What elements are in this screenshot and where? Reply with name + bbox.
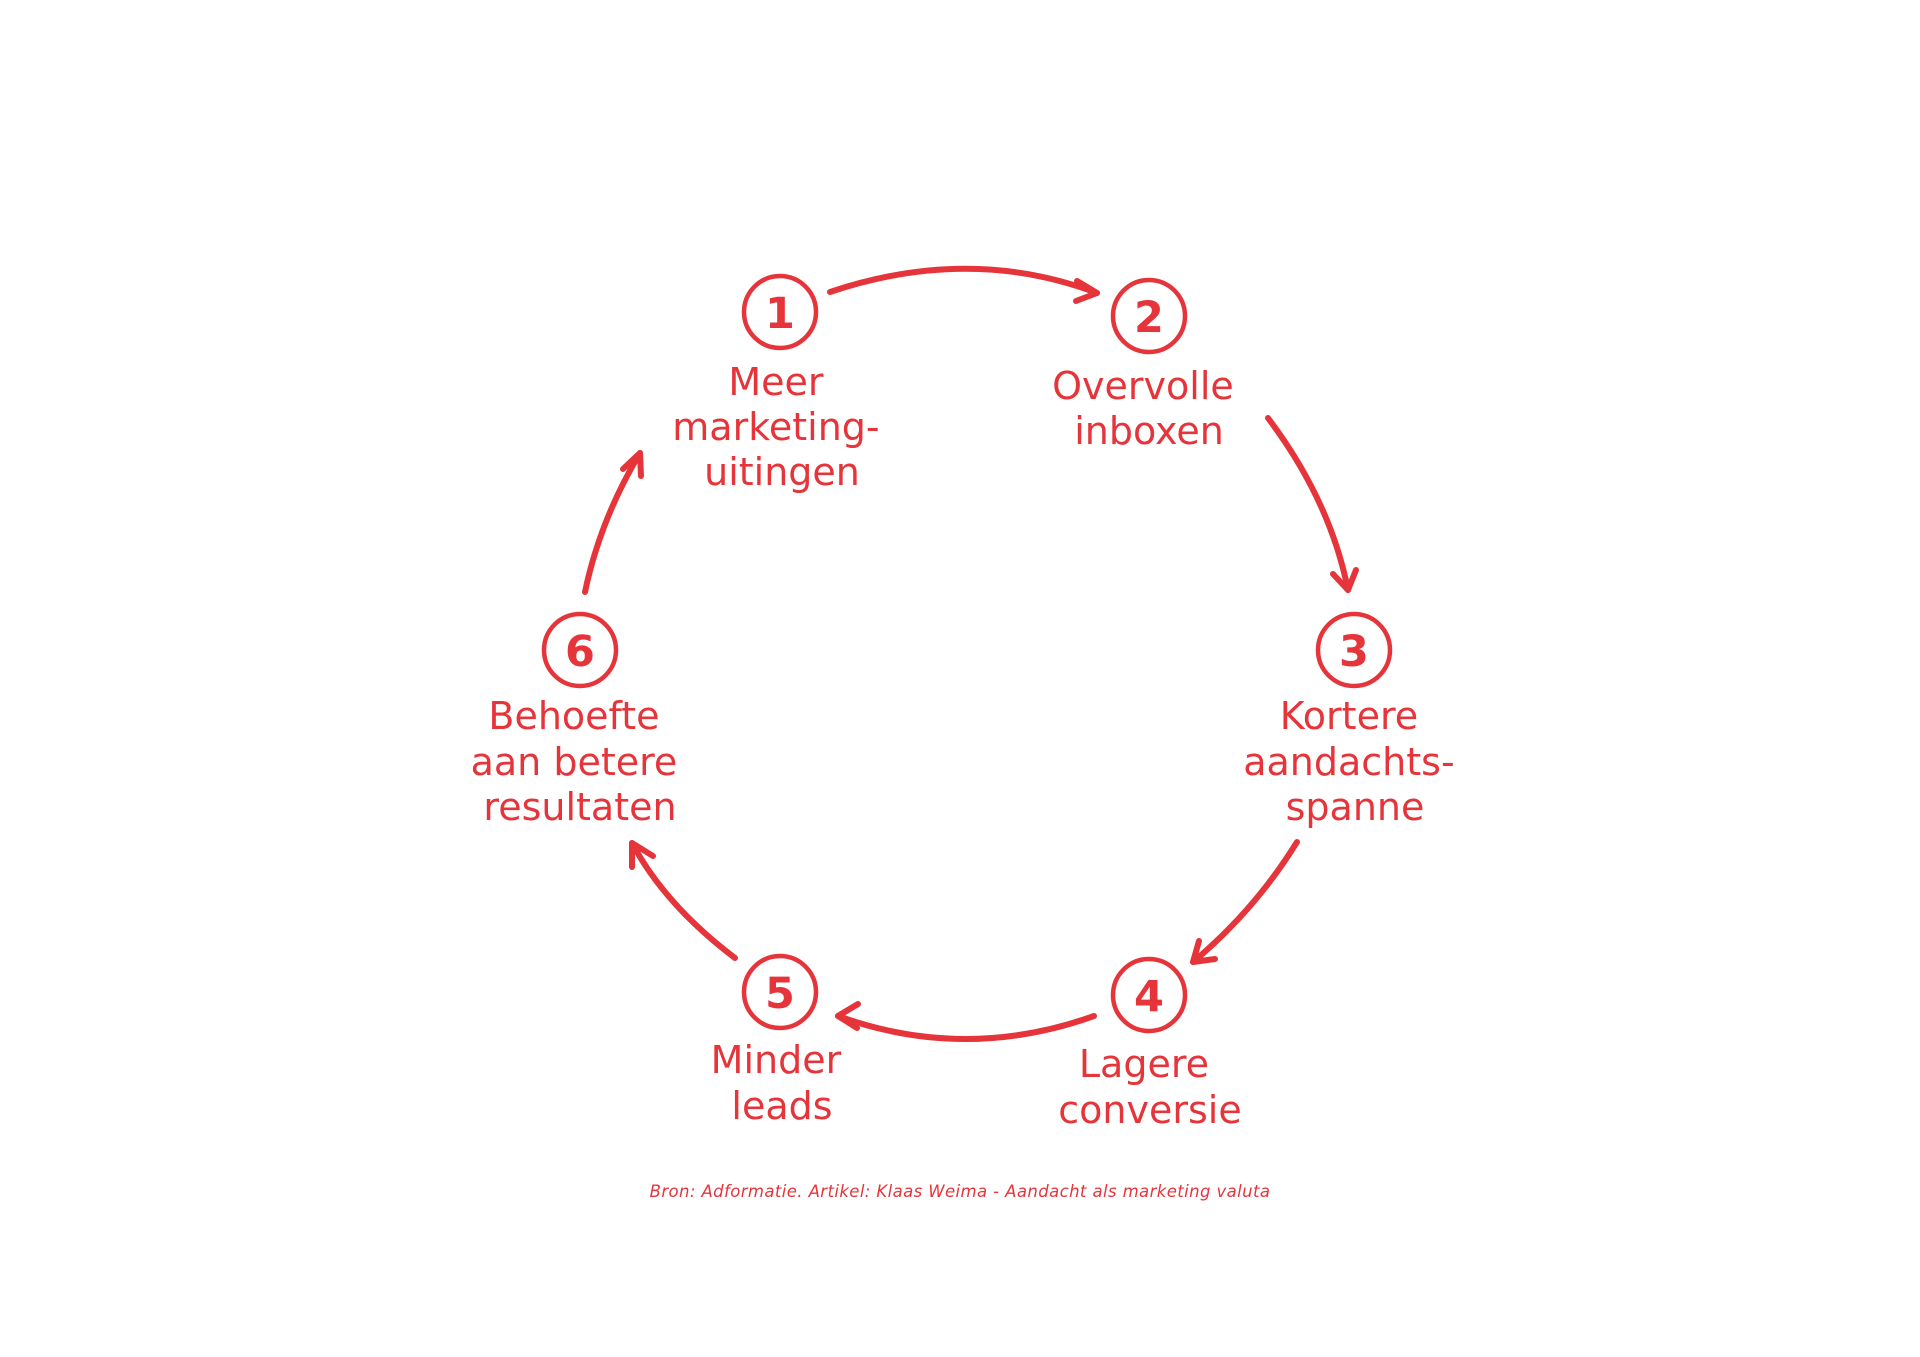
step-2: 2 Overvolle inboxen [1052,277,1246,453]
step-3-number-circle [1315,611,1393,689]
source-citation: Bron: Adformatie. Artikel: Klaas Weima -… [649,1182,1271,1201]
step-6-label: Behoefte aan betere resultaten [471,694,690,829]
step-4: 4 Lagere conversie [1058,956,1242,1132]
step-1-number-circle [741,273,819,351]
step-1: 1 Meer marketing- uitingen [672,273,891,494]
step-4-number: 4 [1134,972,1164,1022]
step-2-label: Overvolle inboxen [1052,364,1246,453]
arrow-3-to-4 [1190,839,1300,965]
step-5-label: Minder leads [711,1038,854,1128]
step-6: 6 Behoefte aan betere resultaten [471,611,690,829]
step-3-label: Kortere aandachts- spanne [1243,694,1467,829]
step-6-number-circle [541,611,619,689]
step-2-number-circle [1110,277,1188,355]
arrow-4-to-5 [835,1001,1097,1042]
step-5-number-circle [741,953,819,1031]
step-4-number-circle [1110,956,1188,1034]
arrow-5-to-6 [629,840,738,961]
arrow-6-to-1 [582,450,644,595]
step-1-label: Meer marketing- uitingen [672,360,891,494]
step-4-label: Lagere conversie [1058,1042,1241,1132]
step-5-number: 5 [765,969,795,1019]
step-3: 3 Kortere aandachts- spanne [1243,611,1467,829]
step-5: 5 Minder leads [711,953,854,1128]
step-2-number: 2 [1134,293,1164,343]
step-3-number: 3 [1339,627,1369,677]
step-1-number: 1 [765,289,795,339]
arrow-1-to-2 [827,265,1100,304]
arrow-2-to-3 [1265,415,1359,593]
step-6-number: 6 [565,627,595,677]
